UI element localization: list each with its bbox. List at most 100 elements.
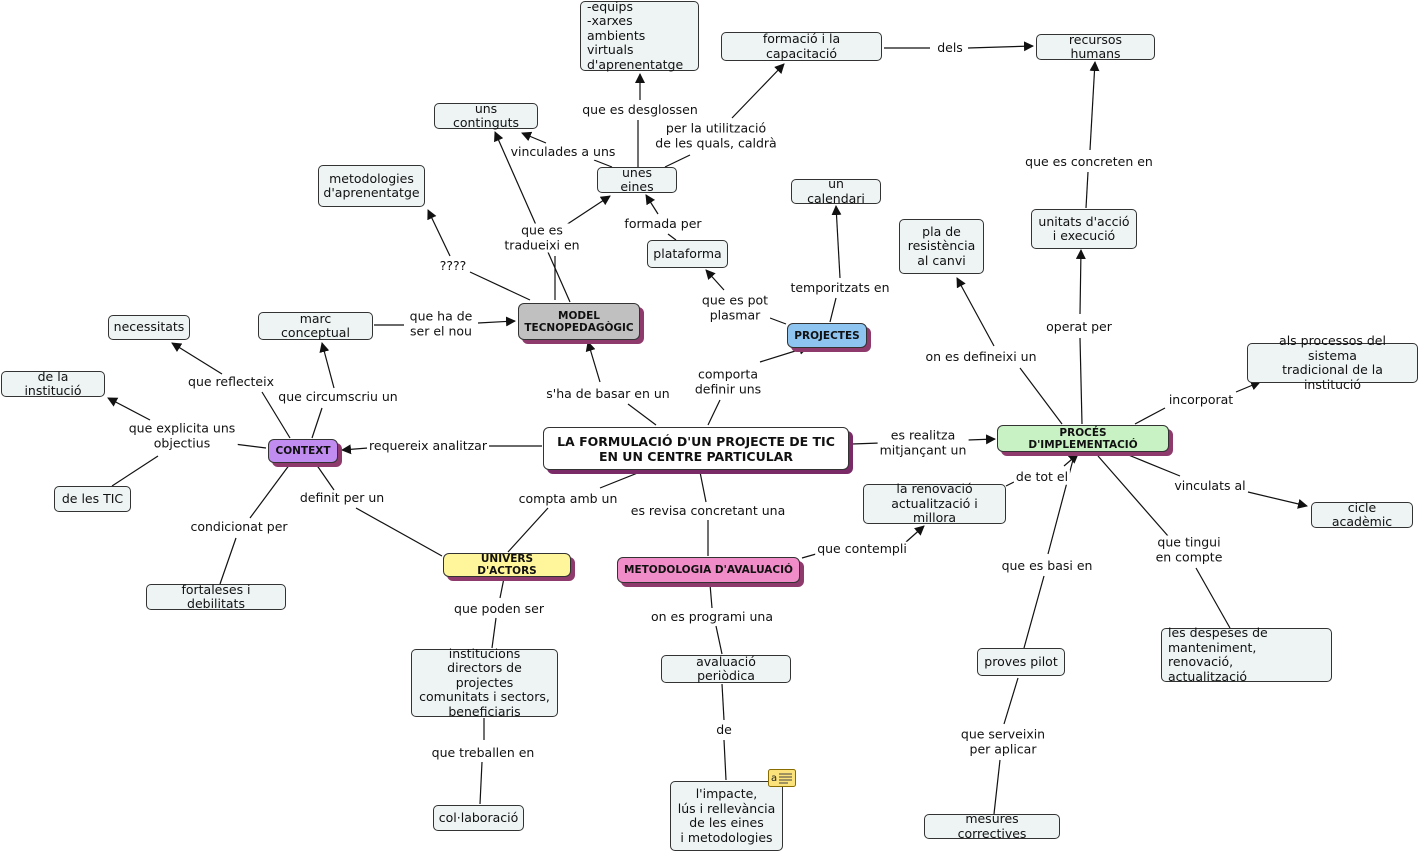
link-formada-eines	[645, 194, 659, 215]
link-tingui-despeses	[1195, 567, 1231, 629]
node-collaboracio[interactable]: col·laboració	[433, 805, 524, 831]
link-explicita-institucio	[107, 397, 151, 421]
label-vinculats: vinculats al	[1172, 477, 1248, 494]
node-pla-resistencia[interactable]: pla de resistència al canvi	[899, 219, 984, 274]
link-concreten-recursos	[1089, 61, 1100, 151]
link-plataforma-formada	[667, 233, 677, 241]
node-equips[interactable]: -equips -xarxes ambients virtuals d'apre…	[580, 0, 699, 72]
label-tradueixi: que es tradueixi en	[502, 222, 582, 253]
link-proces-tingui	[1097, 455, 1169, 537]
link-dels-recursos	[967, 41, 1034, 52]
label-basar: s'ha de basar en un	[544, 385, 672, 402]
label-dels: dels	[935, 39, 965, 56]
link-circumscriu-marc	[319, 342, 335, 389]
label-requereix: requereix analitzar	[367, 437, 489, 454]
label-nou: que ha de ser el nou	[407, 308, 475, 339]
node-despeses[interactable]: les despeses de manteniment, renovació, …	[1161, 625, 1332, 683]
link-definit-univers	[355, 507, 443, 557]
node-processos-sistema[interactable]: als processos del sistema tradicional de…	[1247, 333, 1418, 391]
label-incorporat: incorporat	[1166, 391, 1236, 408]
node-eines[interactable]: unes eines	[597, 165, 677, 194]
link-contempli-renovacio	[905, 525, 925, 543]
link-projectes-temporitzats	[829, 297, 837, 323]
label-concreten: que es concreten en	[1023, 153, 1155, 170]
link-proces-vinculats	[1125, 453, 1181, 477]
node-impacte[interactable]: l'impacte, lús i rellevància de les eine…	[670, 781, 783, 851]
node-proves-pilot[interactable]: proves pilot	[977, 648, 1065, 676]
node-institucions[interactable]: institucions directors de projectes comu…	[411, 646, 558, 719]
node-metodologia-avaluacio[interactable]: METODOLOGIA D'AVALUACIÓ	[617, 557, 800, 583]
node-renovacio[interactable]: la renovació actualització i millora	[863, 482, 1006, 525]
label-condicionat: condicionat per	[188, 518, 290, 535]
node-plataforma[interactable]: plataforma	[647, 240, 728, 268]
link-treballen-collaboracio	[479, 761, 483, 805]
link-projectes-pot	[769, 317, 787, 325]
link-main-basar	[627, 403, 657, 426]
link-model-continguts	[494, 131, 571, 303]
label-serveixin: que serveixin per aplicar	[958, 726, 1048, 757]
note-icon[interactable]: a	[768, 769, 796, 787]
node-mesures-correctives[interactable]: mesures correctives	[924, 811, 1060, 840]
link-context-reflecteix	[261, 391, 291, 439]
label-definit: definit per un	[297, 489, 387, 506]
link-proces-incorporat	[1134, 407, 1166, 425]
node-necessitats[interactable]: necessitats	[108, 315, 190, 340]
node-recursos-humans[interactable]: recursos humans	[1036, 32, 1155, 61]
node-univers-actors[interactable]: UNIVERS D'ACTORS	[443, 553, 571, 577]
link-temporitzats-calendari	[831, 205, 842, 279]
link-basar-model	[585, 341, 601, 383]
link-proces-defineix	[1019, 367, 1063, 425]
node-marc-conceptual[interactable]: marc conceptual	[258, 311, 373, 340]
link-pot-plataforma	[705, 269, 725, 291]
label-realitza: es realitza mitjançant un	[877, 427, 969, 458]
node-de-les-tic[interactable]: de les TIC	[54, 486, 131, 512]
node-unitats-accio[interactable]: unitats d'acció i execució	[1031, 209, 1137, 249]
node-model-tecnopedagogic[interactable]: MODEL TECNOPEDAGÒGIC	[518, 303, 640, 340]
node-fortaleses[interactable]: fortaleses i debilitats	[146, 582, 286, 611]
link-requereix-context	[341, 444, 369, 455]
label-comporta: comporta definir uns	[692, 366, 764, 397]
link-main-realitza	[851, 442, 881, 445]
label-desglossen: que es desglossen	[580, 101, 700, 118]
central-topic[interactable]: LA FORMULACIÓ D'UN PROJECTE DE TIC EN UN…	[543, 427, 849, 470]
link-context-explicita	[233, 443, 267, 449]
label-circumscriu: que circumscriu un	[276, 388, 400, 405]
link-explicita-tic	[111, 455, 159, 487]
link-context-condicionat	[249, 463, 291, 519]
label-treballen: que treballen en	[429, 744, 537, 761]
label-utilitzacio: per la utilització de les quals, caldrà	[653, 120, 779, 151]
link-realitza-proces	[967, 434, 996, 445]
link-serveixin-mesures	[993, 759, 1001, 815]
node-de-la-institucio[interactable]: de la institució	[1, 369, 105, 398]
link-poden-institucions	[491, 617, 497, 649]
link-nou-model	[477, 316, 516, 327]
link-univers-poden	[499, 577, 505, 599]
node-avaluacio-periodica[interactable]: avaluació periòdica	[661, 654, 791, 683]
node-calendari[interactable]: un calendari	[791, 176, 881, 205]
link-de-impacte	[723, 739, 727, 781]
label-de-tot: de tot el	[1013, 468, 1071, 485]
label-de: de	[714, 721, 734, 738]
node-projectes[interactable]: PROJECTES	[787, 323, 867, 348]
node-context[interactable]: CONTEXT	[268, 439, 338, 463]
label-compta: compta amb un	[516, 490, 620, 507]
label-reflecteix: que reflecteix	[186, 373, 276, 390]
link-avaluacio-de	[721, 683, 725, 721]
link-condicionat-fortaleses	[219, 537, 237, 585]
link-programi-avaluacio	[715, 625, 723, 655]
link-metodologia-programi	[709, 583, 713, 609]
link-comporta-projectes	[759, 344, 809, 363]
label-programi: on es programi una	[648, 608, 776, 625]
node-continguts[interactable]: uns continguts	[434, 101, 538, 130]
node-cicle-academic[interactable]: cicle acadèmic	[1311, 500, 1413, 529]
label-interrog: ????	[437, 257, 469, 274]
label-poden: que poden ser	[452, 600, 546, 617]
link-vinculats-cicle	[1247, 491, 1308, 509]
node-proces-implementacio[interactable]: PROCÉS D'IMPLEMENTACIÓ	[997, 425, 1169, 452]
link-model-interrog	[469, 271, 531, 301]
node-formacio[interactable]: formació i la capacitació	[721, 31, 882, 61]
label-vinculades: vinculades a uns	[508, 143, 618, 160]
node-metodologies[interactable]: metodologies d'aprenentatge	[318, 165, 425, 207]
link-reflecteix-necessitats	[171, 342, 223, 375]
